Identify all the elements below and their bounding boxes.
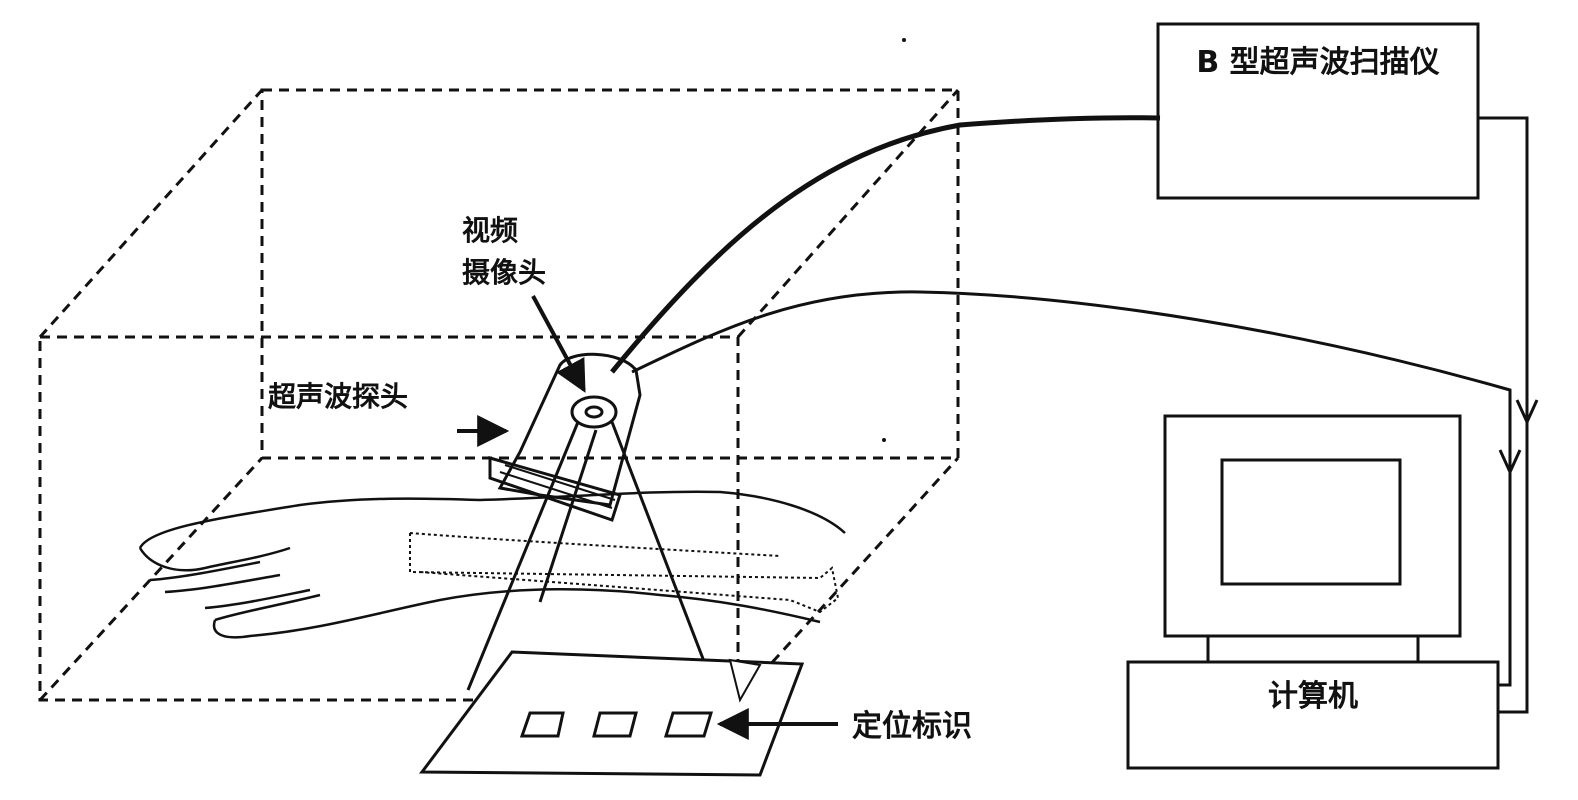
monitor xyxy=(1165,416,1460,636)
monitor-neck xyxy=(1208,636,1418,662)
computer-base xyxy=(1128,662,1498,768)
stray-dot xyxy=(902,38,906,42)
marker-sheet xyxy=(422,652,802,775)
workspace-box xyxy=(40,90,958,700)
monitor-screen xyxy=(1222,460,1400,584)
camera-label-line2: 摄像头 xyxy=(462,256,546,289)
scanner-cable xyxy=(1478,118,1527,712)
probe-label: 超声波探头 xyxy=(268,380,408,413)
camera-cable xyxy=(632,292,1510,685)
bone-sketch xyxy=(410,533,838,612)
markers-label: 定位标识 xyxy=(852,709,972,744)
computer xyxy=(1128,416,1498,768)
box-edge-tl xyxy=(40,90,262,337)
probe-cable xyxy=(612,118,1160,372)
scanner-label: B 型超声波扫描仪 xyxy=(1196,45,1439,80)
stray-dot xyxy=(882,438,886,442)
camera-arrow-icon xyxy=(533,296,584,390)
computer-label: 计算机 xyxy=(1268,679,1358,714)
camera-label-line1: 视频 xyxy=(462,214,518,247)
